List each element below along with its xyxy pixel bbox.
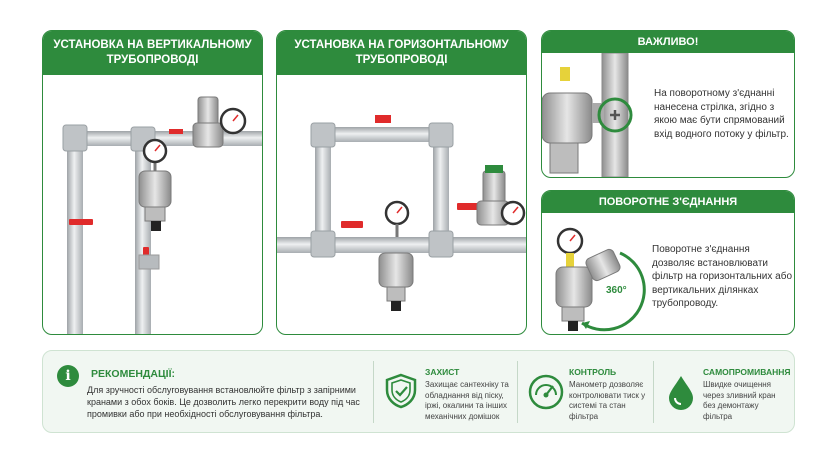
pipe-segment	[67, 135, 83, 334]
recommendations-title: РЕКОМЕНДАЦІЇ:	[91, 368, 175, 380]
feature-text: Захищає сантехніку та обладнання від піс…	[425, 380, 509, 421]
valve-handle	[457, 203, 479, 210]
tee-fitting	[428, 230, 454, 258]
vertical-installation-illustration	[43, 75, 262, 334]
valve-handle	[375, 115, 391, 123]
elbow-fitting	[310, 122, 336, 148]
pipe-segment	[433, 131, 449, 245]
important-text: На поворотному з'єднанні нанесена стрілк…	[654, 88, 789, 140]
highlight-circle	[597, 97, 633, 133]
flow-arrow-icon	[610, 110, 620, 120]
feature-control: КОНТРОЛЬ Манометр дозволяє контролювати …	[527, 359, 657, 427]
filter-flask	[144, 206, 166, 222]
valve-handle	[169, 129, 183, 134]
reducer-cap	[485, 165, 503, 173]
drain-valve	[151, 221, 161, 231]
shield-icon	[385, 373, 417, 409]
rotary-filter-illustration	[555, 227, 646, 332]
horizontal-piping-diagram	[277, 115, 526, 311]
rotation-arc	[581, 251, 646, 332]
rotary-connection-text: Поворотне з'єднання дозволяє встановлюва…	[652, 244, 792, 309]
filter-body	[555, 266, 593, 308]
rotary-connection-panel: ПОВОРОТНЕ З'ЄДНАННЯ 360° Поворотне з'єдн…	[541, 190, 795, 335]
important-title: ВАЖЛИВО!	[542, 31, 794, 53]
horizontal-installation-title: УСТАНОВКА НА ГОРИЗОНТАЛЬНОМУ ТРУБОПРОВОД…	[277, 31, 526, 75]
rotary-fitting-closeup	[542, 53, 633, 177]
rotation-degree-label: 360°	[606, 285, 627, 296]
feature-text: Швидке очищення через зливний кран без д…	[703, 380, 776, 421]
filter-body	[138, 170, 172, 208]
gauge-icon	[528, 374, 564, 410]
recommendations-text: Для зручності обслуговування встановлюйт…	[87, 385, 360, 419]
elbow-fitting	[428, 122, 454, 148]
rotary-connection-title: ПОВОРОТНЕ З'ЄДНАННЯ	[542, 191, 794, 213]
vertical-piping-diagram	[62, 96, 262, 334]
feature-self-cleaning: САМОПРОМИВАННЯ Швидке очищення через зли…	[663, 359, 793, 427]
vertical-installation-title: УСТАНОВКА НА ВЕРТИКАЛЬНОМУ ТРУБОПРОВОДІ	[43, 31, 262, 75]
elbow-fitting	[62, 124, 88, 152]
horizontal-installation-illustration	[277, 75, 526, 334]
recommendations-panel: i РЕКОМЕНДАЦІЇ: Для зручності обслуговув…	[42, 350, 795, 433]
valve-handle	[341, 221, 363, 228]
important-panel: ВАЖЛИВО! На поворотному з'єднанні нанесе…	[541, 30, 795, 178]
water-drop-icon	[669, 376, 693, 410]
pipe-segment	[277, 237, 526, 253]
feature-text: Манометр дозволяє контролювати тиск у си…	[569, 380, 646, 421]
vertical-installation-panel: УСТАНОВКА НА ВЕРТИКАЛЬНОМУ ТРУБОПРОВОДІ	[42, 30, 263, 335]
drain-valve	[391, 301, 401, 311]
tee-fitting	[310, 230, 336, 258]
feature-title: САМОПРОМИВАННЯ	[703, 367, 791, 377]
pipe-segment	[315, 131, 331, 245]
pipe-segment	[315, 127, 441, 142]
horizontal-installation-panel: УСТАНОВКА НА ГОРИЗОНТАЛЬНОМУ ТРУБОПРОВОД…	[276, 30, 527, 335]
divider	[373, 361, 374, 423]
pressure-reducer	[482, 170, 506, 206]
filter-body	[378, 252, 414, 288]
feature-protection: ЗАХИСТ Захищає сантехніку та обладнання …	[383, 359, 523, 427]
info-icon: i	[57, 365, 79, 387]
valve-handle	[69, 219, 93, 225]
pipe-segment	[135, 137, 151, 334]
feature-title: КОНТРОЛЬ	[569, 367, 617, 377]
divider	[653, 361, 654, 423]
rotation-arrow-icon	[582, 321, 590, 329]
divider	[517, 361, 518, 423]
filter-flask	[386, 286, 406, 302]
feature-title: ЗАХИСТ	[425, 367, 460, 377]
